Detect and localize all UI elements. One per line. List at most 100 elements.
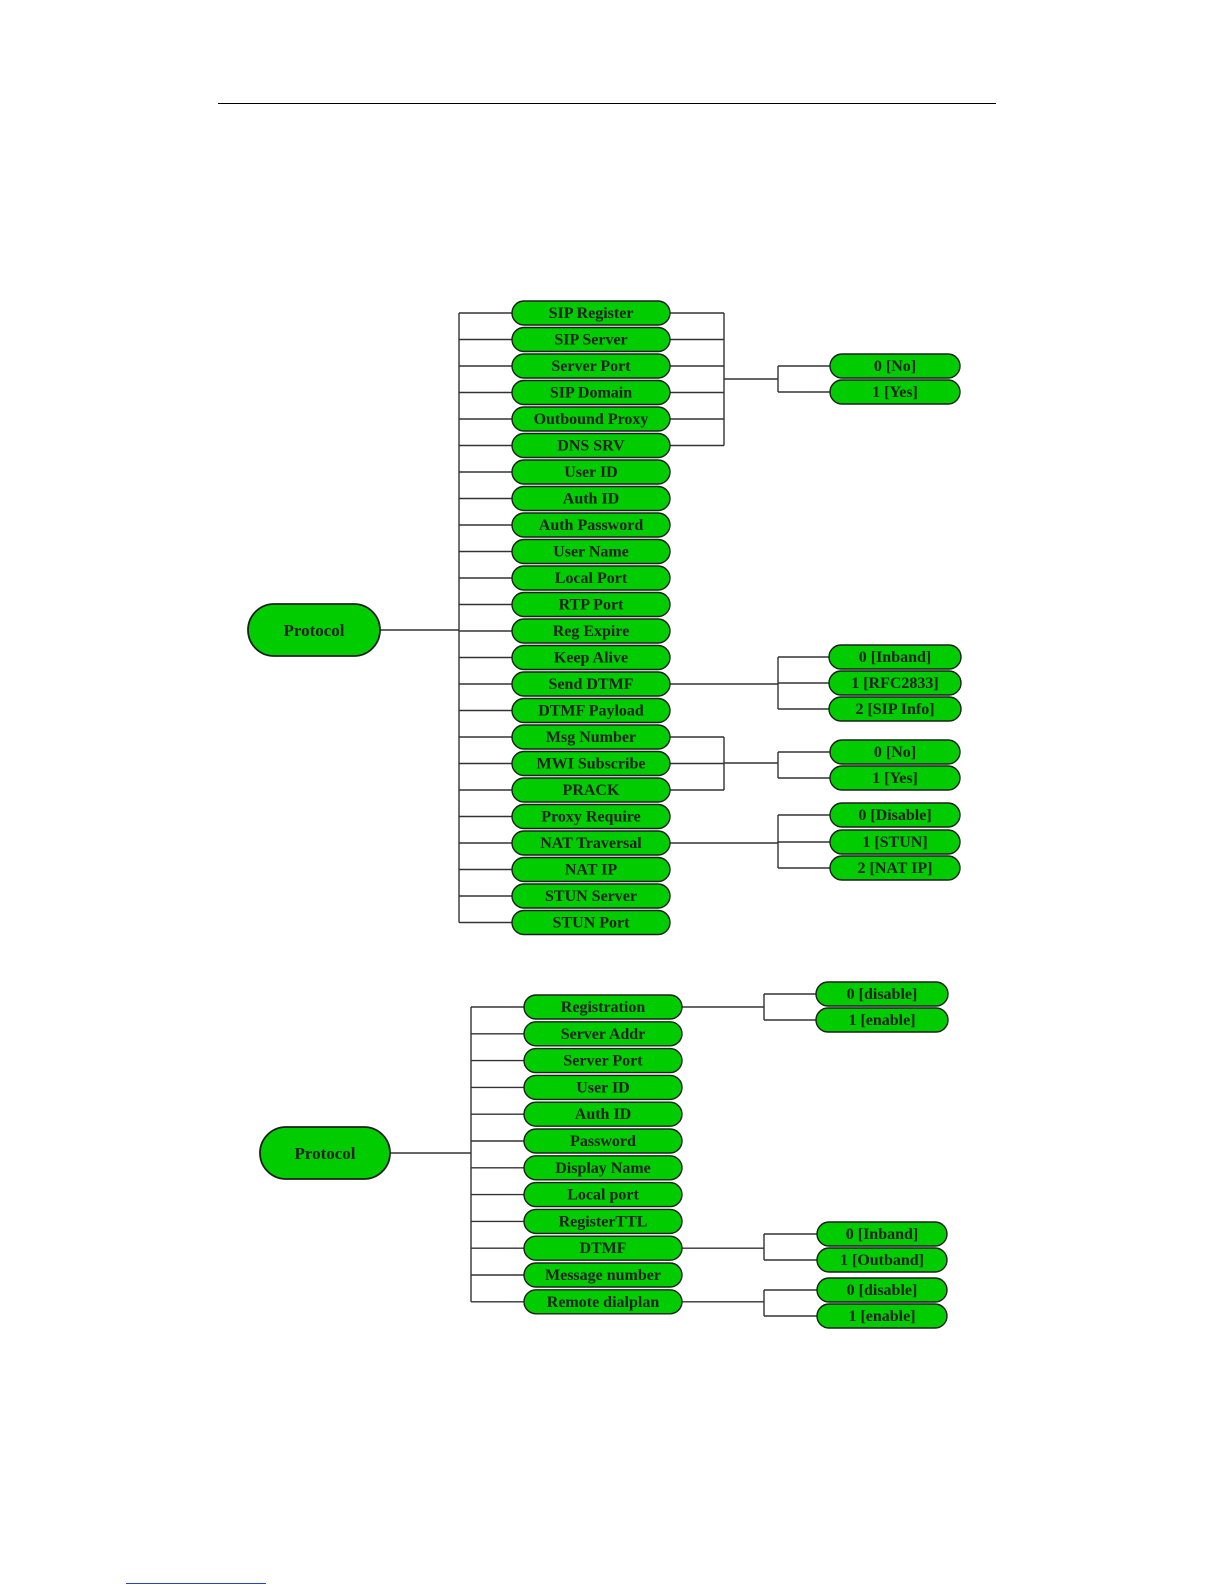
diagram-1-item-node-shape [511,326,671,353]
diagram-1-item-node-label: SIP Server [554,332,627,349]
diagram-1-item-node-label: Keep Alive [554,650,628,667]
diagram-1-option-node-label: 1 [RFC2833] [851,675,939,692]
diagram-2-item-node-label: Local port [567,1187,639,1204]
footer-link-underline [126,1583,266,1584]
diagram-2-option-node-label: 0 [disable] [847,1282,918,1299]
diagram-1-option-node: 2 [NAT IP] [829,855,961,881]
diagram-1-item-node-shape [511,512,671,538]
diagram-2-item-node-label: Auth ID [575,1106,631,1123]
diagram-1-option-node-shape [829,379,961,405]
diagram-1-option-node: 0 [No] [829,353,961,379]
diagram-1-item-node-shape [511,671,671,697]
diagram-1-item-node: Reg Expire [511,618,671,644]
diagram-1-item-node: Msg Number [511,724,671,750]
diagram-2-item-node: Display Name [523,1155,683,1181]
diagram-2-option-node-shape [816,1277,948,1303]
diagram-2-item-node: Message number [523,1262,683,1288]
diagram-2-root-node-label: Protocol [294,1144,355,1163]
diagram-1-option-node-label: 1 [Yes] [872,384,918,401]
diagram-1-option-node: 2 [SIP Info] [828,696,962,722]
diagram-1-item-node: DNS SRV [511,432,671,459]
diagram-1-item-node: DTMF Payload [511,697,671,724]
diagram-2-item-node-label: Display Name [555,1160,651,1177]
diagram-1-item-node-shape [511,909,671,936]
diagram-2-item-node: DTMF [523,1235,683,1261]
diagram-1-item-node: User Name [511,538,671,565]
diagram-2-item-node-shape [523,1262,683,1288]
diagram-1-option-node-shape [829,353,961,379]
diagram-2-item-node: Registration [523,994,683,1020]
diagram-1-item-node-shape [511,830,671,856]
diagram-2-item-node-label: Registration [561,999,646,1016]
diagram-1-option-node: 0 [Disable] [829,802,961,828]
diagram-1-item-node: SIP Server [511,326,671,353]
diagram-1-option-node-shape [828,644,962,670]
diagram-1-item-node: Server Port [511,353,671,379]
diagram-1-item-node: NAT IP [511,856,671,883]
diagram-1-item-node-shape [511,644,671,671]
diagram-1-item-node: PRACK [511,777,671,803]
diagram-1-item-node-label: NAT IP [565,862,618,879]
diagram-1-item-node: Auth ID [511,485,671,512]
diagram-1-item-node: Auth Password [511,512,671,538]
diagram-2-item-node-shape [523,1101,683,1127]
diagram-1-item-node: User ID [511,459,671,485]
diagram-1-option-node-shape [828,670,962,696]
diagram-2-option-node-label: 0 [disable] [847,986,918,1003]
diagram-2-option-node-shape [816,1247,948,1273]
diagram-2-item-node-label: Server Port [563,1053,643,1070]
header-rule [218,103,996,104]
diagram-2-item-node-shape [523,994,683,1020]
diagram-1-item-node: MWI Subscribe [511,750,671,777]
diagram-2-option-node-shape [815,981,949,1007]
diagram-1-option-node-label: 2 [SIP Info] [855,701,934,718]
diagram-1-item-node-label: Local Port [555,570,628,587]
diagram-1-item-node-shape [511,565,671,591]
diagram-2-item-node-label: Remote dialplan [547,1294,660,1311]
diagram-1-item-node-label: Proxy Require [541,809,640,826]
diagram-2-item-node-shape [523,1074,683,1101]
diagram-2-item-node-shape [523,1155,683,1181]
diagram-1-item-node-label: Msg Number [546,729,636,746]
diagram-2-item-node-shape [523,1021,683,1047]
diagram-1-option-node-shape [829,739,961,765]
diagram-1-item-node-label: PRACK [563,782,620,799]
diagram-1-item-node-label: Outbound Proxy [534,411,649,428]
diagram-1-item-node: STUN Server [511,883,671,909]
diagram-2-option-node: 1 [enable] [816,1303,948,1329]
diagram-1-item-node-shape [511,883,671,909]
diagram-1-item-node: Outbound Proxy [511,406,671,432]
diagram-1-item-node-label: RTP Port [559,597,624,614]
diagram-1-option-node-shape [829,829,961,855]
diagram-1-item-node-shape [511,856,671,883]
diagram-1-item-node-shape [511,591,671,618]
diagram-2-item-node: RegisterTTL [523,1208,683,1235]
diagram-2-item-node: Server Addr [523,1021,683,1047]
diagram-2-item-node-label: DTMF [579,1240,626,1257]
diagram-1-option-node: 0 [No] [829,739,961,765]
diagram-2-item-node-label: User ID [576,1079,629,1096]
diagram-1-root-node: Protocol [247,603,381,657]
diagram-2-option-node-shape [816,1303,948,1329]
diagram-1-option-node-label: 0 [Disable] [858,807,931,824]
diagram-1-option-node: 1 [Yes] [829,379,961,405]
diagram-1-option-node-shape [829,802,961,828]
diagram-2-option-node: 1 [enable] [815,1007,949,1033]
diagram-1-item-node-shape [511,724,671,750]
diagram-1-item-node-label: User ID [564,464,617,481]
diagram-2-item-node-shape [523,1128,683,1154]
diagram-1-item-node-label: Send DTMF [549,676,634,693]
diagram-1-item-node-label: Auth Password [539,517,644,534]
diagram-2-item-node-shape [523,1208,683,1235]
diagram-1-item-node: Local Port [511,565,671,591]
diagram-1-item-node-shape [511,803,671,830]
diagram-1-option-node-label: 0 [Inband] [859,649,931,666]
diagram-1-option-node-label: 0 [No] [874,358,916,375]
diagram-1-item-node-label: SIP Register [549,305,634,322]
diagram-1-item-node-label: MWI Subscribe [537,756,646,773]
diagram-1-item-node: Keep Alive [511,644,671,671]
diagram-1-item-node-shape [511,459,671,485]
diagram-2-root-node-shape [259,1126,391,1180]
diagram-2-item-node: Password [523,1128,683,1154]
